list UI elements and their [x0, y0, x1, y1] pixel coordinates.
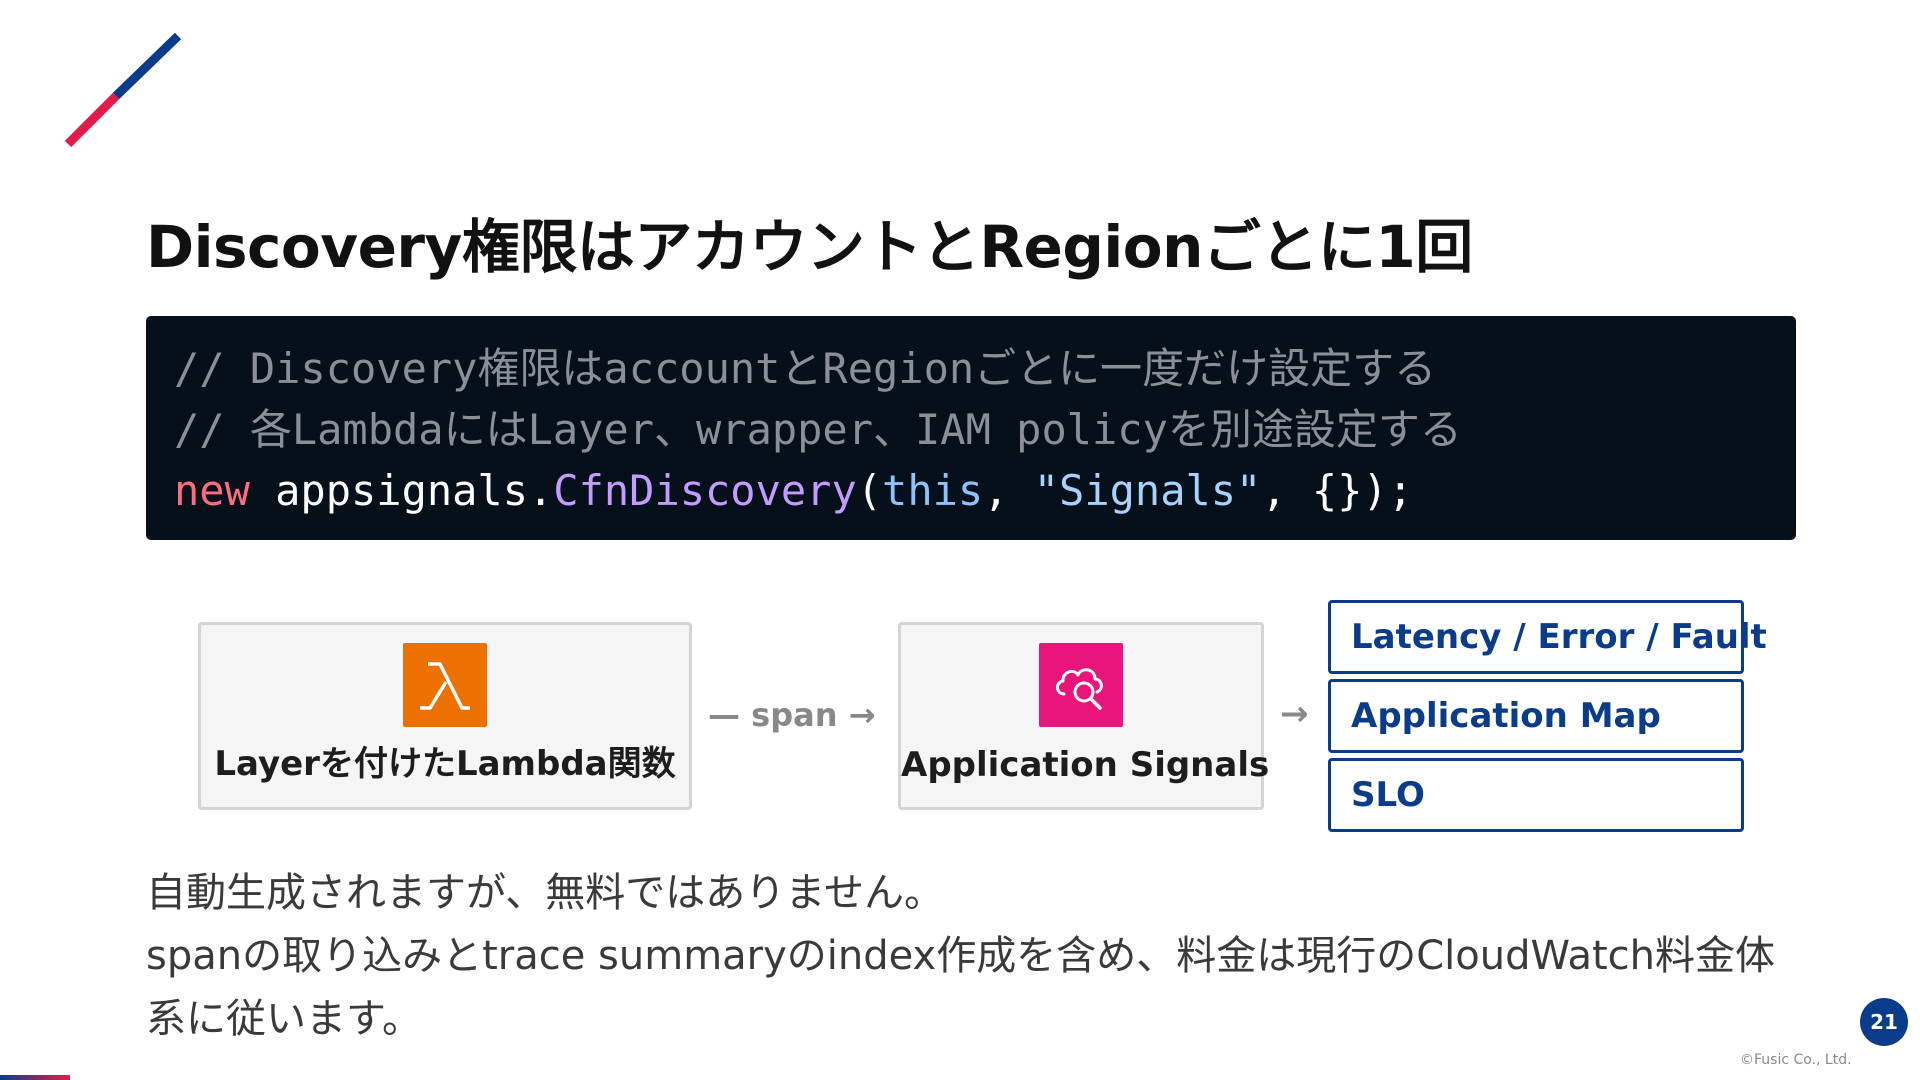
application-signals-label: Application Signals: [901, 745, 1270, 785]
lambda-node: Layerを付けたLambda関数: [198, 622, 692, 810]
application-signals-node: Application Signals: [898, 622, 1270, 810]
code-statement-line: new appsignals.CfnDiscovery(this, "Signa…: [174, 460, 1768, 521]
lambda-node-label: Layerを付けたLambda関数: [214, 744, 676, 784]
feature-latency-error-fault: Latency / Error / Fault: [1328, 600, 1767, 674]
body-text: 自動生成されますが、無料ではありません。 spanの取り込みとtrace sum…: [146, 862, 1786, 1051]
body-text-line: 自動生成されますが、無料ではありません。: [146, 870, 944, 916]
code-keyword: new: [174, 466, 250, 515]
code-block: // Discovery権限はaccountとRegionごとに一度だけ設定する…: [146, 316, 1796, 540]
code-comment-line: // Discovery権限はaccountとRegionごとに一度だけ設定する: [174, 344, 1437, 393]
code-rest: , {});: [1261, 466, 1414, 515]
code-this: this: [882, 466, 984, 515]
code-string: "Signals": [1033, 466, 1262, 515]
feature-application-map: Application Map: [1328, 679, 1744, 753]
page-title: Discovery権限はアカウントとRegionごとに1回: [146, 213, 1473, 281]
brand-slash-logo: [64, 32, 182, 148]
copyright-text: ©Fusic Co., Ltd.: [1740, 1052, 1852, 1068]
span-edge-label: — span →: [708, 696, 876, 734]
code-object: appsignals.: [249, 466, 554, 515]
body-text-line: spanの取り込みとtrace summaryのindex作成を含め、料金は現行…: [146, 933, 1776, 979]
feature-slo: SLO: [1328, 758, 1744, 832]
cloud-search-icon: [1039, 643, 1123, 727]
code-class-name: CfnDiscovery: [553, 466, 857, 515]
lambda-icon: [403, 643, 487, 727]
code-comma: ,: [983, 466, 1034, 515]
footer-accent-bar: [0, 1075, 70, 1080]
code-paren: (: [856, 466, 883, 515]
code-comment-line: // 各LambdaにはLayer、wrapper、IAM policyを別途設…: [174, 405, 1462, 454]
page-number-badge: 21: [1860, 998, 1908, 1046]
arrow-icon: →: [1280, 694, 1309, 734]
body-text-line: 系に従います。: [146, 996, 422, 1042]
